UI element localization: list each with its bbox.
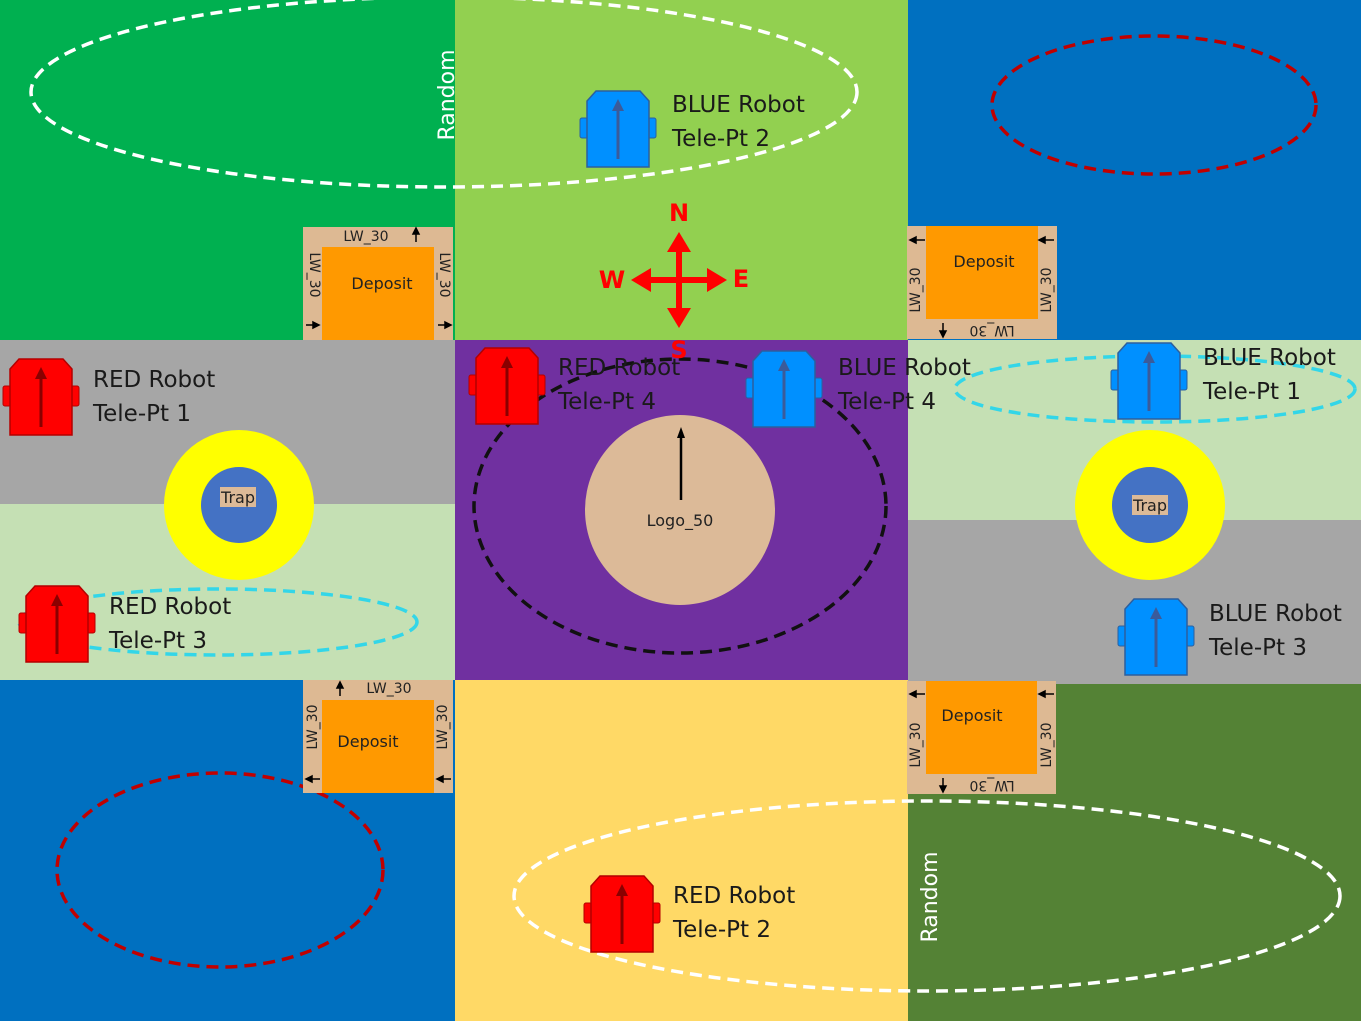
arrow-icon [304,680,451,784]
blue-robot-icon [744,349,824,429]
lw-label: LW_30 [435,704,451,749]
random-zone-south [512,799,1342,993]
compass-west-label: W [599,266,625,294]
robot-label-line2: Tele-Pt 2 [671,126,770,152]
random-zone-north [29,0,859,189]
cyan-zone-west [17,587,419,657]
robot-label-line1: BLUE Robot [1203,345,1336,371]
red-robot-icon [467,346,547,426]
robot-label-line1: RED Robot [93,367,215,393]
deposit-southwest: Deposit LW_30 LW_30 LW_30 [303,680,453,793]
compass-east-label: E [733,265,749,293]
robot-label-line1: BLUE Robot [838,355,971,381]
compass-south-label: S [670,336,687,364]
red-robot-icon [17,584,97,664]
red-robot-tele-pt-1: RED Robot Tele-Pt 1 [1,357,215,437]
region-south [455,680,908,1021]
lw-label: LW_30 [1039,722,1055,767]
blue-robot-tele-pt-2: BLUE Robot Tele-Pt 2 [578,89,805,169]
robot-label-line2: Tele-Pt 4 [557,389,656,415]
random-label-south: Random [918,851,943,942]
lw-label: LW_30 [343,229,388,245]
lw-label: LW_30 [366,681,411,697]
robot-label-line2: Tele-Pt 1 [92,401,191,427]
blue-robot-icon [578,89,658,169]
red-zone-northeast [990,34,1318,176]
logo-circle: Logo_50 [585,415,775,605]
trap-label: Trap [1132,496,1167,515]
arrow-icon [908,235,1054,339]
red-robot-icon [582,874,662,954]
red-robot-tele-pt-3: RED Robot Tele-Pt 3 [17,584,231,664]
robot-label-line1: RED Robot [673,883,795,909]
lw-label: LW_30 [908,722,924,767]
arrow-icon [306,226,453,330]
deposit-label: Deposit [953,252,1014,271]
deposit-label: Deposit [941,706,1002,725]
blue-robot-icon [1116,597,1196,677]
trap-west: Trap [164,430,314,580]
cyan-zone-east [953,354,1357,424]
robot-label-line2: Tele-Pt 4 [837,389,936,415]
deposit-northwest: Deposit LW_30 LW_30 LW_30 [303,226,453,340]
deposit-label: Deposit [337,732,398,751]
blue-robot-tele-pt-1: BLUE Robot Tele-Pt 1 [1109,341,1336,421]
robot-label-line1: BLUE Robot [1209,601,1342,627]
lw-label: LW_30 [305,704,321,749]
lw-label: LW_30 [969,777,1014,793]
robot-label-line1: RED Robot [558,355,680,381]
lw-label: LW_30 [908,267,924,312]
lw-label: LW_30 [969,322,1014,338]
red-robot-tele-pt-4: RED Robot Tele-Pt 4 [467,346,680,426]
deposit-southeast: Deposit LW_30 LW_30 LW_30 [907,681,1056,794]
red-robot-icon [1,357,81,437]
red-robot-tele-pt-2: RED Robot Tele-Pt 2 [582,874,795,954]
robot-label-line2: Tele-Pt 3 [1208,635,1307,661]
random-label-north: Random [435,49,460,140]
robot-label-line2: Tele-Pt 2 [672,917,771,943]
robot-label-line1: BLUE Robot [672,92,805,118]
red-zone-southwest [55,771,385,969]
lw-label: LW_30 [1039,267,1055,312]
deposit-northeast: Deposit LW_30 LW_30 LW_30 [907,226,1057,339]
blue-robot-tele-pt-4: BLUE Robot Tele-Pt 4 [744,349,971,429]
lw-label: LW_30 [306,252,322,297]
trap-label: Trap [220,488,255,507]
center-zone [472,357,888,655]
logo-label: Logo_50 [647,511,714,531]
compass-icon: N S W E [599,199,749,364]
deposit-label: Deposit [351,274,412,293]
robot-label-line2: Tele-Pt 3 [108,628,207,654]
robot-label-line1: RED Robot [109,594,231,620]
blue-robot-icon [1109,341,1189,421]
robot-label-line2: Tele-Pt 1 [1202,379,1301,405]
lw-label: LW_30 [436,252,452,297]
trap-east: Trap [1075,430,1225,580]
compass-north-label: N [669,199,689,227]
blue-robot-tele-pt-3: BLUE Robot Tele-Pt 3 [1116,597,1342,677]
arrow-icon [908,689,1054,794]
